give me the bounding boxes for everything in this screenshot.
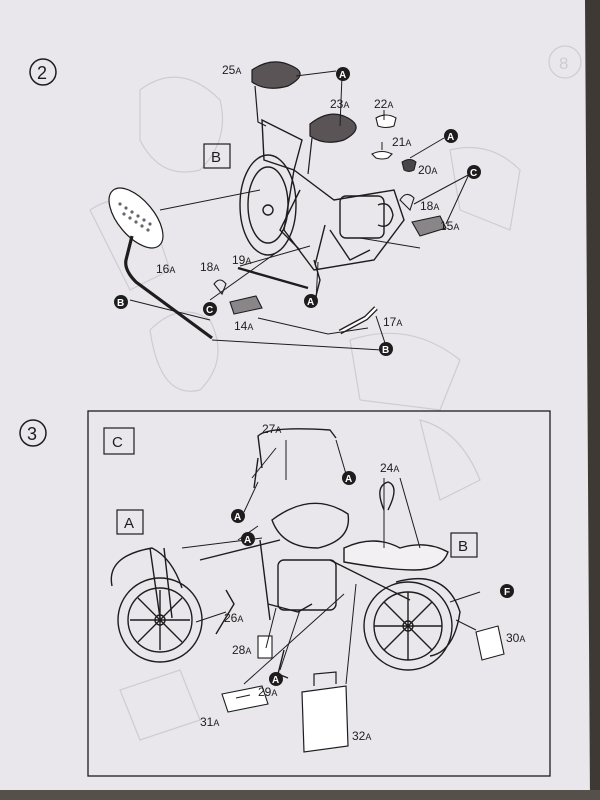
step-2-leader-lines: [129, 70, 471, 351]
part-label-17a: 17A: [383, 315, 402, 329]
seat-25a: [251, 61, 301, 127]
part-28a: [257, 635, 273, 659]
part-label-18a-left: 18A: [200, 260, 219, 274]
exhaust-pipe-16a: [124, 235, 213, 340]
svg-text:A: A: [272, 675, 279, 686]
part-label-20a: 20A: [418, 163, 437, 177]
cap-22a: [375, 114, 397, 129]
ghost-page-number: 8: [559, 54, 568, 73]
part-label-22a: 22A: [374, 97, 393, 111]
step-3-markers: A A A F A: [231, 471, 514, 686]
part-label-32a: 32A: [352, 729, 371, 743]
svg-text:A: A: [447, 132, 454, 143]
svg-text:A: A: [345, 474, 352, 485]
part-label-26a: 26A: [224, 611, 243, 625]
svg-text:A: A: [234, 512, 241, 523]
part-label-19a: 19A: [232, 253, 251, 267]
cap-21a: [371, 150, 393, 160]
part-15a: [411, 215, 447, 237]
part-18a-top: [399, 193, 415, 212]
part-label-29a: 29A: [258, 685, 277, 699]
step-2-motorcycle-frame: [239, 118, 405, 271]
part-label-27a: 27A: [262, 422, 281, 436]
part-label-14a: 14A: [234, 319, 253, 333]
step-3-frame: [87, 410, 551, 777]
frame-label-c: C: [112, 434, 123, 451]
step-3-part-labels: 27A 24A 26A 28A 29A 30A 31A 32A: [200, 422, 525, 743]
frame-label-b: B: [458, 538, 468, 555]
part-label-23a: 23A: [330, 97, 349, 111]
frame-label-a: A: [124, 515, 134, 532]
marker-a-4: A: [342, 471, 356, 485]
paper-shadow-bottom: [0, 790, 600, 800]
svg-text:A: A: [244, 535, 251, 546]
step-2-frame-label: B: [211, 149, 221, 166]
plate-31a: [221, 685, 269, 713]
plate-31a-detail: [235, 694, 251, 699]
step-2-number: 2: [37, 63, 47, 83]
frame-label-b-box: [450, 532, 478, 558]
svg-text:C: C: [206, 305, 213, 316]
marker-b-1: B: [114, 295, 128, 309]
frame-label-a-box: [116, 509, 144, 535]
part-label-31a: 31A: [200, 715, 219, 729]
part-label-24a: 24A: [380, 461, 399, 475]
plate-30a: [475, 625, 505, 661]
seat-23a: [307, 113, 357, 175]
part-label-28a: 28A: [232, 643, 251, 657]
step-3: 3 C A B: [19, 410, 551, 777]
marker-c-1: C: [467, 165, 481, 179]
step-2-markers: A A C A B C B: [114, 67, 481, 356]
step-3-number: 3: [27, 424, 37, 444]
part-18a-left: [213, 279, 227, 296]
part-label-30a: 30A: [506, 631, 525, 645]
marker-a-3: A: [304, 294, 318, 308]
part-label-18a-top: 18A: [420, 199, 439, 213]
step-3-number-circle: [19, 419, 47, 447]
svg-text:F: F: [504, 587, 510, 598]
marker-a-6: A: [241, 532, 255, 546]
step-2-number-circle: [29, 58, 57, 86]
svg-text:B: B: [382, 345, 389, 356]
marker-a-2: A: [444, 129, 458, 143]
headlight-16a: [108, 187, 164, 249]
paper-shadow-right: [585, 0, 600, 800]
marker-f: F: [500, 584, 514, 598]
frame-label-c-box: [103, 427, 135, 455]
step-3-motorcycle: [110, 428, 461, 671]
part-label-15a: 15A: [440, 219, 459, 233]
grille-dots: [118, 202, 152, 232]
step-2: 2 B: [29, 58, 481, 356]
part-label-25a: 25A: [222, 63, 241, 77]
svg-text:A: A: [339, 70, 346, 81]
part-label-16a: 16A: [156, 262, 175, 276]
part-14a: [229, 295, 263, 315]
step-2-frame-label-box: [203, 143, 231, 169]
marker-a-5: A: [231, 509, 245, 523]
marker-a-1: A: [336, 67, 350, 81]
svg-text:C: C: [470, 168, 477, 179]
marker-a-7: A: [269, 672, 283, 686]
step-2-part-labels: 25A 23A 22A 21A 20A 18A 15A 16A 19A 18A …: [156, 63, 459, 333]
marker-c-2: C: [203, 302, 217, 316]
svg-text:A: A: [307, 297, 314, 308]
cap-20a: [401, 159, 417, 172]
marker-b-2: B: [379, 342, 393, 356]
can-32a: [301, 671, 349, 753]
svg-text:B: B: [117, 298, 124, 309]
pipe-17a-highlight: [339, 307, 377, 334]
part-label-21a: 21A: [392, 135, 411, 149]
lever-19a: [313, 259, 321, 297]
